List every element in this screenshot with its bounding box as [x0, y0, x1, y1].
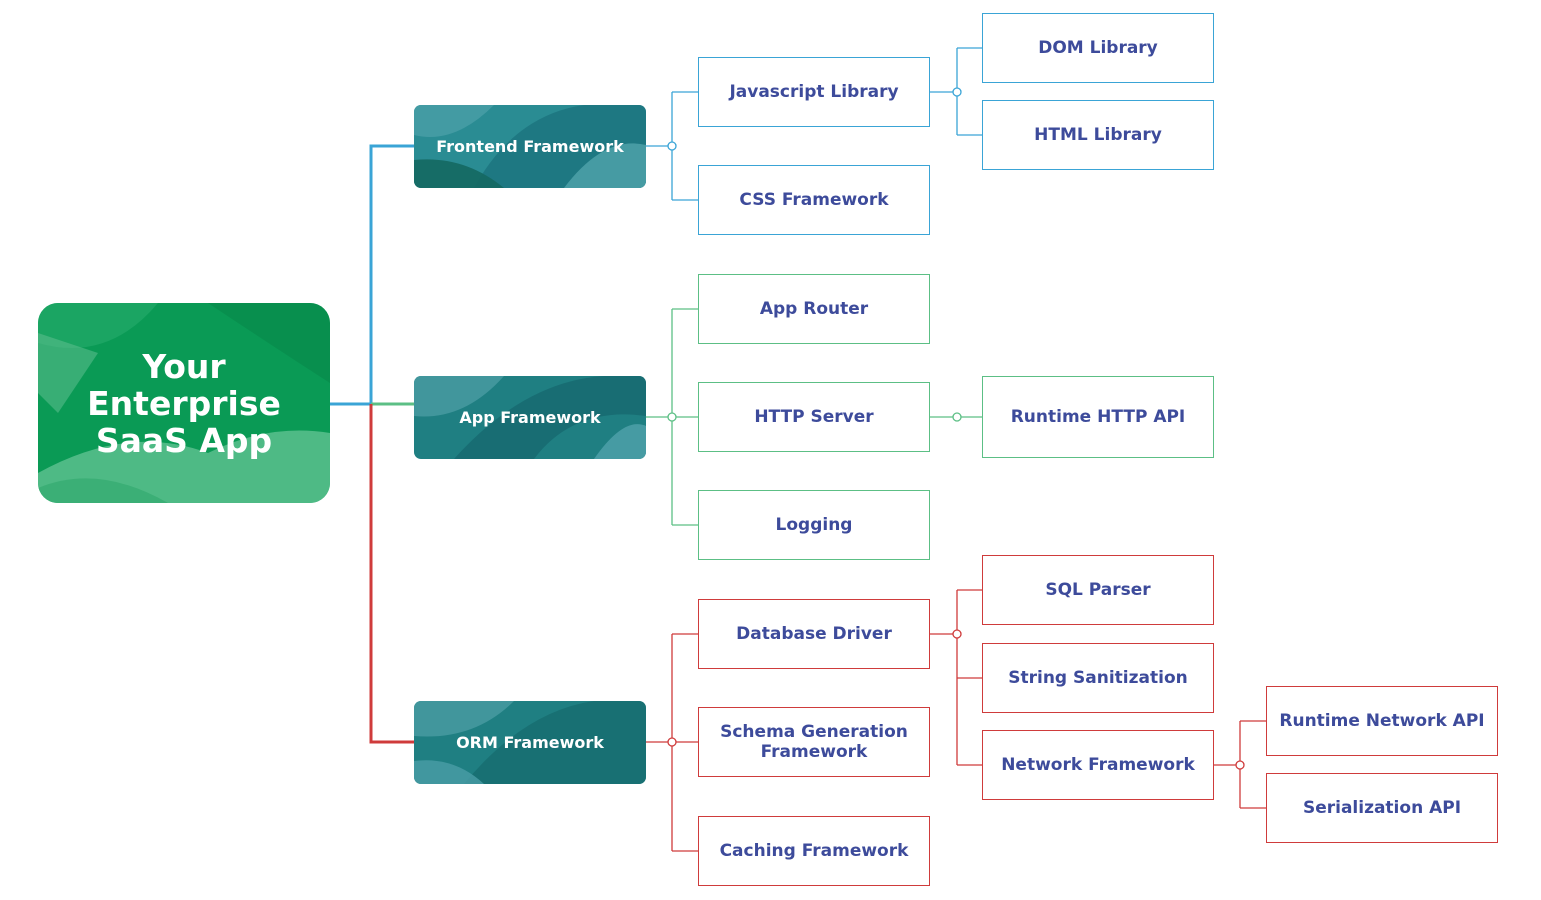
category-app-framework: App Framework — [414, 376, 646, 459]
node-logging: Logging — [698, 490, 930, 560]
category-frontend-framework: Frontend Framework — [414, 105, 646, 188]
category-frontend-background — [414, 105, 646, 188]
node-runtime-http-api: Runtime HTTP API — [982, 376, 1214, 458]
node-serialization-api: Serialization API — [1266, 773, 1498, 843]
node-http-server: HTTP Server — [698, 382, 930, 452]
node-schema-generation-framework: Schema Generation Framework — [698, 707, 930, 777]
node-html-library: HTML Library — [982, 100, 1214, 170]
node-network-framework: Network Framework — [982, 730, 1214, 800]
orm-junction-dot — [667, 737, 677, 747]
category-app-label: App Framework — [459, 408, 601, 427]
root-node-background — [38, 303, 330, 503]
http-junction-dot — [952, 412, 962, 422]
root-title-line1: Your — [142, 346, 226, 386]
category-app-background — [414, 376, 646, 459]
root-title-line2: Enterprise — [87, 383, 281, 423]
node-dom-library: DOM Library — [982, 13, 1214, 83]
node-runtime-network-api: Runtime Network API — [1266, 686, 1498, 756]
node-css-framework: CSS Framework — [698, 165, 930, 235]
database-junction-dot — [952, 629, 962, 639]
root-node-title: Your Enterprise SaaS App — [87, 348, 281, 459]
javascript-junction-dot — [952, 87, 962, 97]
network-junction-dot — [1235, 760, 1245, 770]
node-caching-framework: Caching Framework — [698, 816, 930, 886]
category-orm-label: ORM Framework — [456, 733, 604, 752]
node-sql-parser: SQL Parser — [982, 555, 1214, 625]
frontend-junction-dot — [667, 141, 677, 151]
node-string-sanitization: String Sanitization — [982, 643, 1214, 713]
root-to-frontend-connector — [330, 144, 414, 406]
node-javascript-library: Javascript Library — [698, 57, 930, 127]
node-database-driver: Database Driver — [698, 599, 930, 669]
root-title-line3: SaaS App — [95, 420, 273, 460]
root-to-orm-connector — [369, 404, 414, 744]
category-orm-background — [414, 701, 646, 784]
root-node: Your Enterprise SaaS App — [38, 303, 330, 503]
category-orm-framework: ORM Framework — [414, 701, 646, 784]
category-frontend-label: Frontend Framework — [436, 137, 624, 156]
node-app-router: App Router — [698, 274, 930, 344]
app-junction-dot — [667, 412, 677, 422]
